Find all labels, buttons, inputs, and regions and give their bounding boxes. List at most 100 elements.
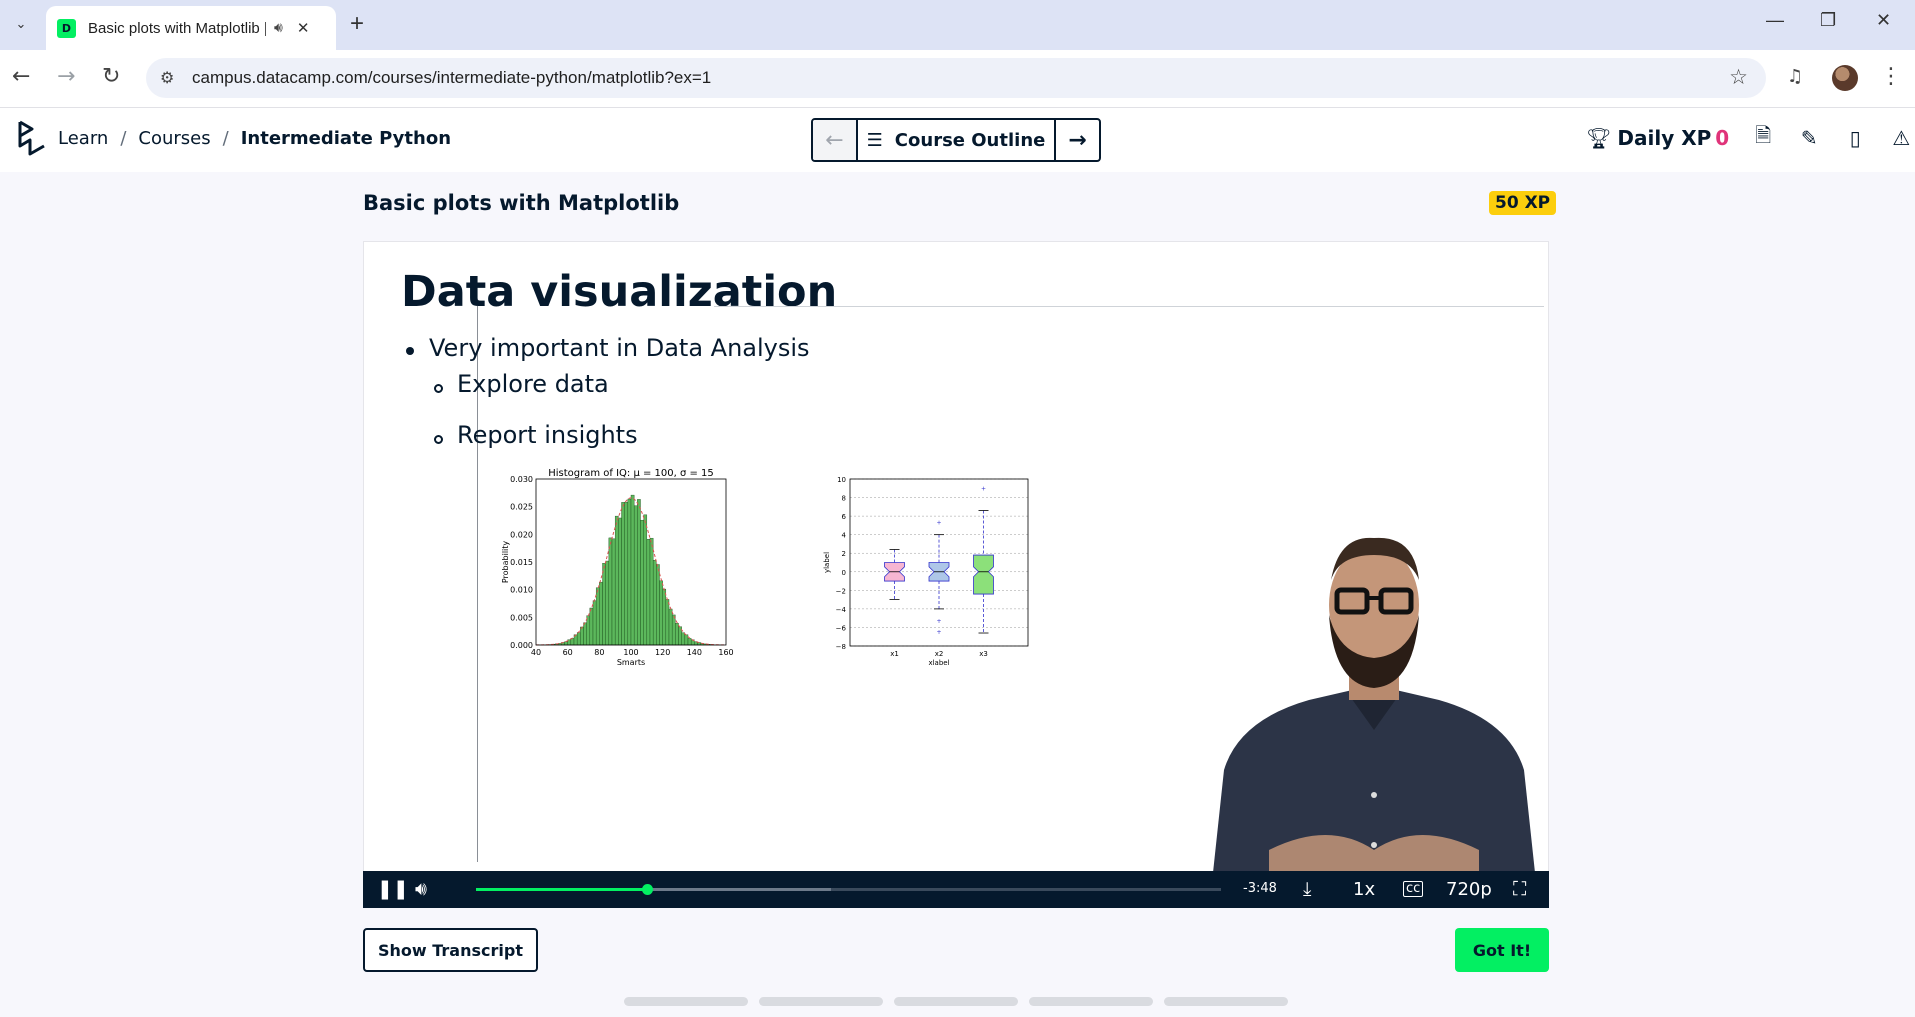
slides-document-icon[interactable]: 🗎︎: [1755, 123, 1772, 147]
breadcrumb-learn[interactable]: Learn: [58, 128, 109, 149]
mobile-icon[interactable]: ▯: [1849, 126, 1861, 150]
y-tick-label: −6: [836, 624, 847, 632]
header-actions: 🏆︎ Daily XP 0 🗎︎ ✎ ▯ ⚠︎: [1586, 123, 1913, 150]
forward-icon[interactable]: →: [57, 64, 76, 89]
window-close-icon[interactable]: ✕: [1876, 10, 1892, 30]
download-icon[interactable]: ⤓: [1303, 878, 1312, 900]
notes-pencil-icon[interactable]: ✎: [1800, 126, 1818, 150]
progress-track[interactable]: [476, 888, 1221, 891]
histogram-bar: [652, 559, 657, 646]
minimize-icon[interactable]: —: [1766, 10, 1784, 30]
histogram-bar: [646, 539, 651, 646]
tab-close-icon[interactable]: ✕: [296, 19, 310, 37]
histogram-bar: [576, 632, 581, 646]
y-tick-label: 0.000: [510, 641, 533, 650]
bookmark-star-icon[interactable]: ☆: [1729, 65, 1748, 89]
browser-tab[interactable]: D Basic plots with Matplotlib | 🔊︎ ✕: [46, 6, 336, 50]
outlier-point: +: [936, 618, 941, 625]
histogram-bar: [643, 514, 648, 646]
previous-exercise-button[interactable]: ←: [813, 120, 858, 160]
y-axis-label: Probability: [501, 541, 510, 584]
histogram-bar: [659, 580, 663, 646]
presenter-image: [1209, 537, 1539, 907]
video-quality[interactable]: 720p: [1446, 879, 1492, 900]
histogram-bar: [665, 599, 670, 646]
y-tick-label: 0.015: [510, 558, 533, 567]
bullet-dot: [406, 347, 414, 355]
media-control-icon[interactable]: ♫: [1787, 66, 1804, 87]
captions-icon[interactable]: cc: [1403, 881, 1424, 897]
histogram-bar: [621, 502, 625, 646]
fullscreen-icon[interactable]: ⛶: [1513, 878, 1527, 900]
y-tick-label: −2: [836, 587, 846, 595]
step-indicator[interactable]: [624, 997, 748, 1006]
histogram-bar: [656, 564, 660, 646]
datacamp-logo-icon[interactable]: [16, 120, 46, 156]
plot-frame: [849, 478, 1029, 647]
reload-icon[interactable]: ↻: [102, 64, 121, 89]
y-tick-label: 0.020: [510, 530, 533, 539]
step-indicator[interactable]: [1164, 997, 1288, 1006]
breadcrumb-courses[interactable]: Courses: [138, 128, 211, 149]
video-player[interactable]: Data visualization Very important in Dat…: [363, 241, 1549, 908]
step-indicator[interactable]: [759, 997, 883, 1006]
volume-icon[interactable]: 🔊︎: [415, 878, 427, 900]
course-outline-button[interactable]: ☰ Course Outline: [858, 120, 1056, 160]
trophy-icon: 🏆︎: [1586, 126, 1612, 150]
tab-title: Basic plots with Matplotlib |: [88, 19, 266, 37]
breadcrumb: Learn / Courses / Intermediate Python: [58, 128, 451, 149]
restore-icon[interactable]: ❐: [1820, 10, 1837, 30]
slide-sub-bullet: Report insights: [457, 421, 638, 449]
url-text[interactable]: campus.datacamp.com/courses/intermediate…: [192, 68, 712, 87]
daily-xp[interactable]: 🏆︎ Daily XP 0: [1586, 126, 1729, 150]
histogram-bar: [649, 537, 654, 646]
x-tick-label: 100: [623, 648, 638, 657]
breadcrumb-course[interactable]: Intermediate Python: [240, 128, 452, 149]
x-axis-label: Smarts: [617, 658, 645, 667]
step-indicator[interactable]: [1029, 997, 1153, 1006]
outlier-point: +: [936, 629, 941, 636]
profile-avatar[interactable]: [1832, 65, 1858, 91]
slide-sub-bullet: Explore data: [457, 370, 609, 398]
x-axis-label: xlabel: [928, 659, 949, 667]
daily-xp-value: 0: [1715, 126, 1730, 150]
playback-speed[interactable]: 1x: [1353, 879, 1376, 900]
got-it-button[interactable]: Got It!: [1455, 928, 1549, 972]
breadcrumb-separator: /: [120, 128, 127, 149]
x-tick-label: 40: [531, 648, 541, 657]
address-bar[interactable]: ⚙ campus.datacamp.com/courses/intermedia…: [146, 58, 1766, 98]
next-exercise-button[interactable]: →: [1068, 127, 1087, 153]
histogram-bar: [611, 538, 616, 646]
site-info-icon[interactable]: ⚙: [160, 68, 175, 87]
speaker-icon[interactable]: 🔊︎: [274, 20, 283, 36]
histogram-bar: [640, 519, 644, 646]
report-issue-icon[interactable]: ⚠︎: [1892, 126, 1911, 150]
show-transcript-button[interactable]: Show Transcript: [363, 928, 538, 972]
histogram-bar: [662, 588, 667, 646]
progress-handle[interactable]: [642, 884, 654, 895]
histogram-bar: [637, 499, 641, 646]
tab-search-icon[interactable]: ⌄: [15, 16, 27, 32]
datacamp-favicon-icon: D: [57, 18, 76, 38]
pause-icon[interactable]: ❚❚: [377, 878, 409, 900]
menu-lines-icon: ☰: [866, 129, 883, 151]
new-tab-icon[interactable]: +: [350, 10, 365, 37]
outlier-point: +: [981, 485, 986, 492]
back-icon[interactable]: ←: [12, 64, 31, 89]
y-tick-label: 0.005: [510, 613, 533, 622]
y-tick-label: −4: [836, 606, 847, 614]
histogram-bar: [595, 587, 600, 646]
y-tick-label: 6: [842, 513, 847, 521]
x-tick-label: 120: [655, 648, 670, 657]
x-tick-label: x1: [890, 650, 899, 658]
y-tick-label: 8: [842, 495, 846, 503]
step-indicator[interactable]: [894, 997, 1018, 1006]
density-curve: [535, 497, 727, 646]
y-tick-label: 10: [837, 476, 846, 484]
histogram-bar: [586, 615, 591, 646]
browser-menu-icon[interactable]: ⋮: [1880, 64, 1902, 89]
slide-vertical-line: [477, 306, 478, 862]
chart-title: Histogram of IQ: μ = 100, σ = 15: [548, 468, 714, 479]
progress-fill: [476, 888, 648, 891]
